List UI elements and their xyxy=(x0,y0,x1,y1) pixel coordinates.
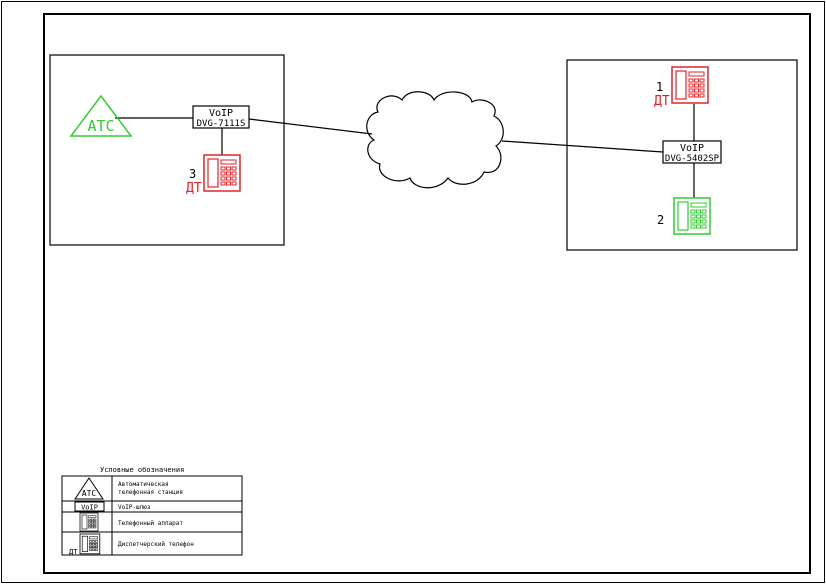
right-site-box xyxy=(566,59,798,251)
right-gateway[interactable]: VoIP DVG-5402SP xyxy=(662,140,722,164)
phone-1-icon[interactable] xyxy=(671,66,709,104)
legend-dispatcher-phone-icon xyxy=(79,533,101,555)
legend-phone-icon xyxy=(79,512,99,532)
legend-row2-desc: VoIP-шлюз xyxy=(118,504,151,511)
right-gateway-line1: VoIP xyxy=(680,143,704,154)
pbx-triangle[interactable] xyxy=(69,94,133,137)
legend: Условные обозначения АТС VoIP ДТ Автомат… xyxy=(61,466,243,556)
left-site-box xyxy=(49,54,285,246)
phone-2-number: 2 xyxy=(657,213,664,227)
legend-pbx-symbol: АТС xyxy=(82,489,97,498)
legend-pbx-icon xyxy=(74,477,104,500)
pbx-label: АТС xyxy=(87,117,114,135)
left-gateway-line1: VoIP xyxy=(209,108,233,119)
phone-2-icon[interactable] xyxy=(673,197,711,235)
phone-1-number: 1 xyxy=(656,80,663,94)
legend-row4-desc: Диспетчерский телефон xyxy=(118,541,194,548)
internet-cloud-icon xyxy=(366,91,504,189)
phone-3-tag: ДТ xyxy=(186,181,202,196)
legend-row1-desc2: телефонная станция xyxy=(118,489,183,496)
wan-link-left xyxy=(248,118,373,135)
phone-1-tag: ДТ xyxy=(654,94,670,109)
legend-gateway-symbol: VoIP xyxy=(81,504,98,512)
legend-row3-desc: Телефонный аппарат xyxy=(118,520,183,527)
legend-row1-desc1: Автоматическая xyxy=(118,481,169,488)
legend-title: Условные обозначения xyxy=(100,466,184,474)
legend-gateway-icon xyxy=(74,501,105,512)
left-gateway[interactable]: VoIP DVG-7111S xyxy=(192,105,250,129)
legend-dispatcher-symbol: ДТ xyxy=(69,548,78,556)
left-gateway-line2: DVG-7111S xyxy=(197,119,246,129)
phone-3-icon[interactable] xyxy=(203,154,241,192)
wan-link-right xyxy=(501,140,664,153)
right-gateway-line2: DVG-5402SP xyxy=(665,154,720,164)
drawing-frame xyxy=(43,13,811,574)
phone-3-number: 3 xyxy=(189,167,196,181)
